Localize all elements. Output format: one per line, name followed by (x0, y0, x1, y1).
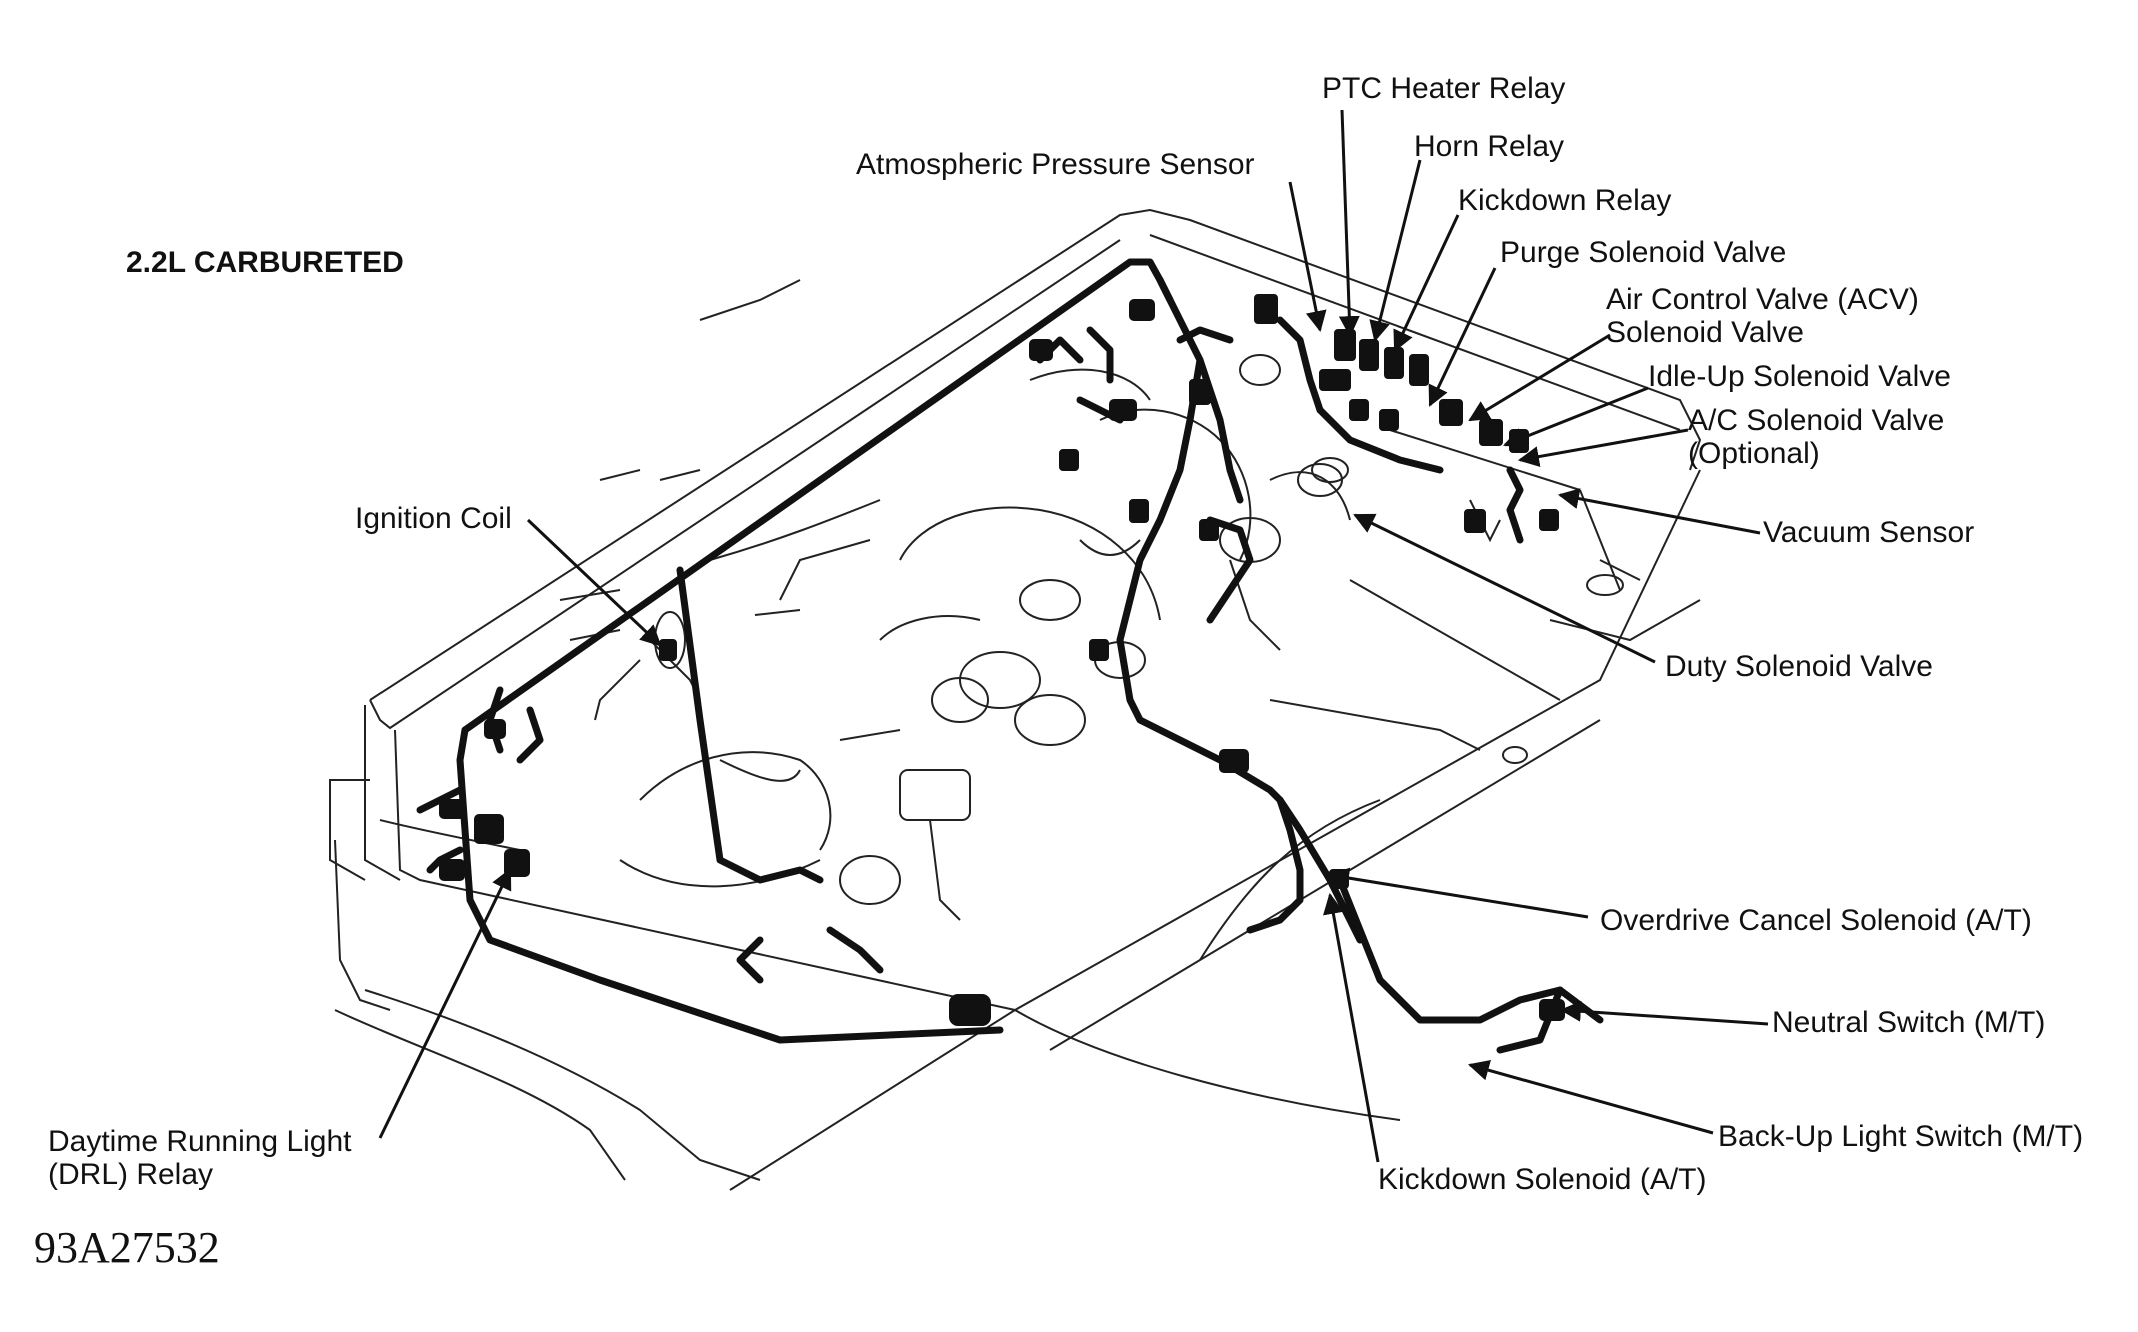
label-overdrive-cancel-solenoid: Overdrive Cancel Solenoid (A/T) (1600, 904, 2032, 937)
label-ac-line2: (Optional) (1688, 437, 1820, 470)
leader-ignition-coil (526, 518, 662, 647)
label-kickdown-solenoid: Kickdown Solenoid (A/T) (1378, 1163, 1707, 1196)
leader-ac-solenoid-valve (1517, 428, 1689, 468)
leader-horn-relay (1369, 159, 1422, 343)
label-atmospheric-pressure-sensor: Atmospheric Pressure Sensor (856, 148, 1255, 181)
leader-vacuum-sensor (1557, 488, 1761, 535)
connectors (439, 294, 1565, 1026)
leader-drl-relay (378, 868, 512, 1139)
leader-kickdown-relay (1393, 214, 1460, 352)
label-vacuum-sensor: Vacuum Sensor (1763, 516, 1975, 549)
vehicle-body-outline (329, 208, 1702, 1191)
label-drl-line1: Daytime Running Light (48, 1125, 352, 1158)
leader-duty-solenoid-valve (1353, 513, 1656, 664)
label-acv-line2: Solenoid Valve (1606, 316, 1804, 349)
label-ptc-heater-relay: PTC Heater Relay (1322, 72, 1566, 105)
leader-lines (378, 109, 1769, 1163)
label-purge-solenoid-valve: Purge Solenoid Valve (1500, 236, 1787, 269)
label-horn-relay: Horn Relay (1414, 130, 1565, 163)
figure-id: 93A27532 (34, 1223, 220, 1272)
leader-atmospheric-pressure-sensor (1288, 181, 1327, 333)
engine-details (594, 354, 1641, 921)
leader-idle-up-solenoid-valve (1503, 386, 1649, 448)
leader-purge-solenoid-valve (1428, 267, 1497, 407)
label-neutral-switch: Neutral Switch (M/T) (1772, 1006, 2046, 1039)
label-acv-line1: Air Control Valve (ACV) (1606, 283, 1919, 316)
label-kickdown-relay: Kickdown Relay (1458, 184, 1672, 217)
label-duty-solenoid-valve: Duty Solenoid Valve (1665, 650, 1933, 683)
label-backup-light-switch: Back-Up Light Switch (M/T) (1718, 1120, 2084, 1153)
label-ac-line1: A/C Solenoid Valve (1688, 404, 1945, 437)
diagram-title: 2.2L CARBURETED (126, 246, 404, 279)
label-idle-up-solenoid-valve: Idle-Up Solenoid Valve (1648, 360, 1951, 393)
leader-acv-solenoid-valve (1468, 333, 1611, 422)
leader-ptc-heater-relay (1338, 109, 1360, 338)
label-ignition-coil: Ignition Coil (355, 502, 512, 535)
leader-backup-light-switch (1467, 1059, 1714, 1135)
label-drl-line2: (DRL) Relay (48, 1158, 214, 1191)
leader-overdrive-cancel-solenoid (1327, 867, 1589, 919)
leader-kickdown-solenoid (1323, 892, 1380, 1163)
leader-neutral-switch (1559, 1000, 1769, 1026)
